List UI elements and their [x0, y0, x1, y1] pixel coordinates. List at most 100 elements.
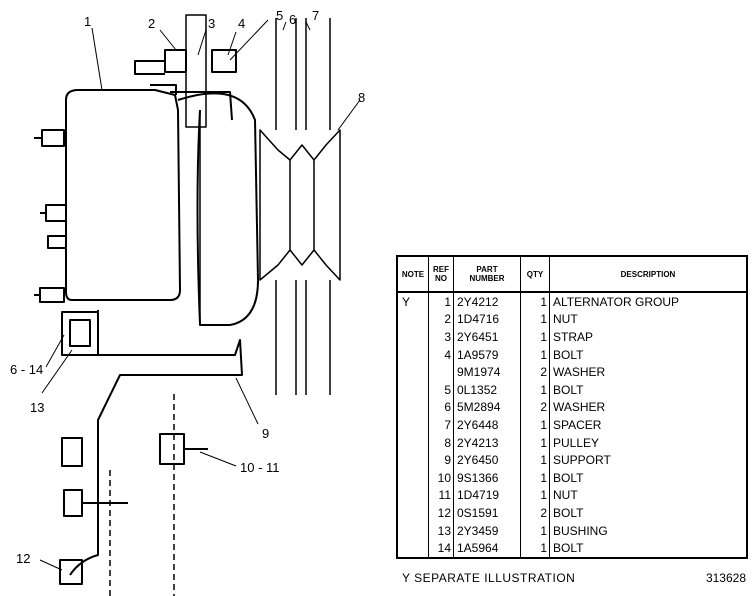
- top-bolt-4: [211, 49, 237, 73]
- callout-9: 9: [262, 426, 269, 441]
- cell-part: 2Y6451: [453, 328, 521, 346]
- cell-ref: 8: [428, 433, 454, 452]
- cell-qty: 1: [520, 328, 550, 346]
- cell-desc: PULLEY: [549, 433, 748, 452]
- cell-part: 9S1366: [453, 468, 521, 487]
- cell-qty: 2: [520, 363, 550, 381]
- cell-qty: 2: [520, 504, 550, 522]
- cell-note: [396, 380, 429, 399]
- cell-desc: NUT: [549, 310, 748, 329]
- drawing-number: 313628: [705, 571, 746, 585]
- cell-desc: NUT: [549, 486, 748, 505]
- callout-3: 3: [208, 16, 215, 31]
- cell-desc: STRAP: [549, 328, 748, 346]
- cell-desc: BUSHING: [549, 521, 748, 540]
- diagram-linework: [34, 14, 341, 596]
- cell-qty: 1: [520, 292, 550, 311]
- callout-6: 6: [289, 12, 296, 27]
- cell-qty: 1: [520, 451, 550, 469]
- cell-ref: 2: [428, 310, 454, 329]
- header-part-line2: NUMBER: [469, 274, 505, 283]
- cell-note: [396, 398, 429, 417]
- cell-note: [396, 504, 429, 522]
- cell-part: 2Y4212: [453, 292, 521, 311]
- cell-note: [396, 363, 429, 381]
- footer-note: Y SEPARATE ILLUSTRATION: [402, 571, 576, 585]
- cell-qty: 1: [520, 539, 550, 558]
- cell-note: [396, 416, 429, 434]
- cell-note: [396, 433, 429, 452]
- cell-part: 0S1591: [453, 504, 521, 522]
- cell-ref: 7: [428, 416, 454, 434]
- cell-part: 0L1352: [453, 380, 521, 399]
- cell-ref: 1: [428, 292, 454, 311]
- cell-note: [396, 345, 429, 364]
- cell-note: Y: [396, 292, 429, 311]
- cell-desc: SPACER: [549, 416, 748, 434]
- header-part-line1: PART: [476, 265, 498, 274]
- lower-bolts: [59, 433, 208, 585]
- parts-list-table: NOTE REF NO PART NUMBER QTY DESCRIPTION …: [396, 255, 748, 559]
- cell-desc: SUPPORT: [549, 451, 748, 469]
- leader-lines: [39, 19, 361, 571]
- cell-part: 1A9579: [453, 345, 521, 364]
- cell-qty: 1: [520, 521, 550, 540]
- callout-2: 2: [148, 16, 155, 31]
- cell-qty: 1: [520, 433, 550, 452]
- cell-desc: WASHER: [549, 398, 748, 417]
- alternator-body: [65, 89, 181, 301]
- callout-12: 12: [16, 551, 30, 566]
- table-header-row: NOTE REF NO PART NUMBER QTY DESCRIPTION: [396, 255, 748, 293]
- cell-qty: 1: [520, 416, 550, 434]
- pulley: [259, 129, 341, 281]
- cell-qty: 1: [520, 380, 550, 399]
- alternator-front-housing: [177, 92, 259, 326]
- cell-part: 2Y6450: [453, 451, 521, 469]
- cell-part: 1A5964: [453, 539, 521, 558]
- callout-labels: 1 2 3 4 5 6 7 8 9 10 - 11 12 13 6 - 14: [10, 8, 365, 566]
- cell-ref: 10: [428, 468, 454, 487]
- bushing: [61, 311, 99, 356]
- cell-part: 9M1974: [453, 363, 521, 381]
- cell-ref: 12: [428, 504, 454, 522]
- engine-block-outline: [109, 394, 175, 596]
- cell-ref: [428, 363, 454, 381]
- cell-part: 2Y6448: [453, 416, 521, 434]
- engine-front-lines: [275, 18, 331, 395]
- cell-note: [396, 521, 429, 540]
- support-bracket: [69, 310, 243, 576]
- cell-qty: 1: [520, 310, 550, 329]
- callout-5: 5: [276, 8, 283, 23]
- cell-qty: 2: [520, 398, 550, 417]
- cell-part: 1D4719: [453, 486, 521, 505]
- cell-desc: BOLT: [549, 539, 748, 558]
- cell-part: 2Y3459: [453, 521, 521, 540]
- cell-ref: 13: [428, 521, 454, 540]
- strap: [185, 14, 207, 128]
- cell-ref: 6: [428, 398, 454, 417]
- cell-desc: BOLT: [549, 380, 748, 399]
- strap-bracket: [150, 84, 233, 121]
- cell-ref: 4: [428, 345, 454, 364]
- cell-desc: BOLT: [549, 468, 748, 487]
- cell-qty: 1: [520, 486, 550, 505]
- header-ref-no: REF NO: [428, 255, 454, 293]
- cell-note: [396, 451, 429, 469]
- cell-desc: WASHER: [549, 363, 748, 381]
